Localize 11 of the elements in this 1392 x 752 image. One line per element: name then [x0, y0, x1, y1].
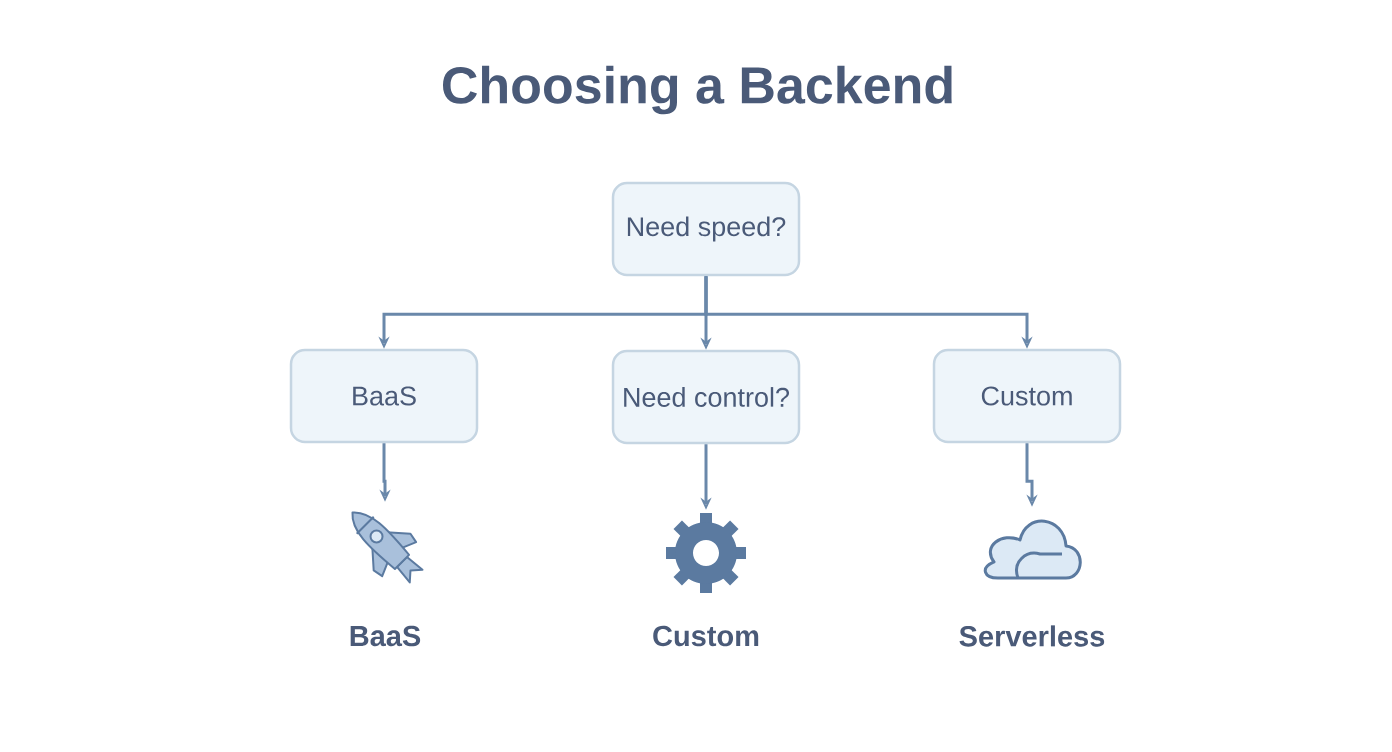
- title: Choosing a Backend: [443, 65, 952, 115]
- icon-caption: BaaS: [350, 625, 421, 647]
- decision-box: Need speed?: [611, 181, 801, 277]
- cloud-icon: [983, 519, 1082, 580]
- gear-icon: [666, 513, 746, 593]
- icon-caption: Custom: [653, 625, 759, 647]
- icon-caption: Serverless: [959, 625, 1105, 647]
- rocket-icon: [351, 511, 424, 584]
- decision-box: Need control?: [611, 349, 801, 445]
- process-box: Custom: [932, 348, 1122, 444]
- process-box: BaaS: [289, 348, 479, 444]
